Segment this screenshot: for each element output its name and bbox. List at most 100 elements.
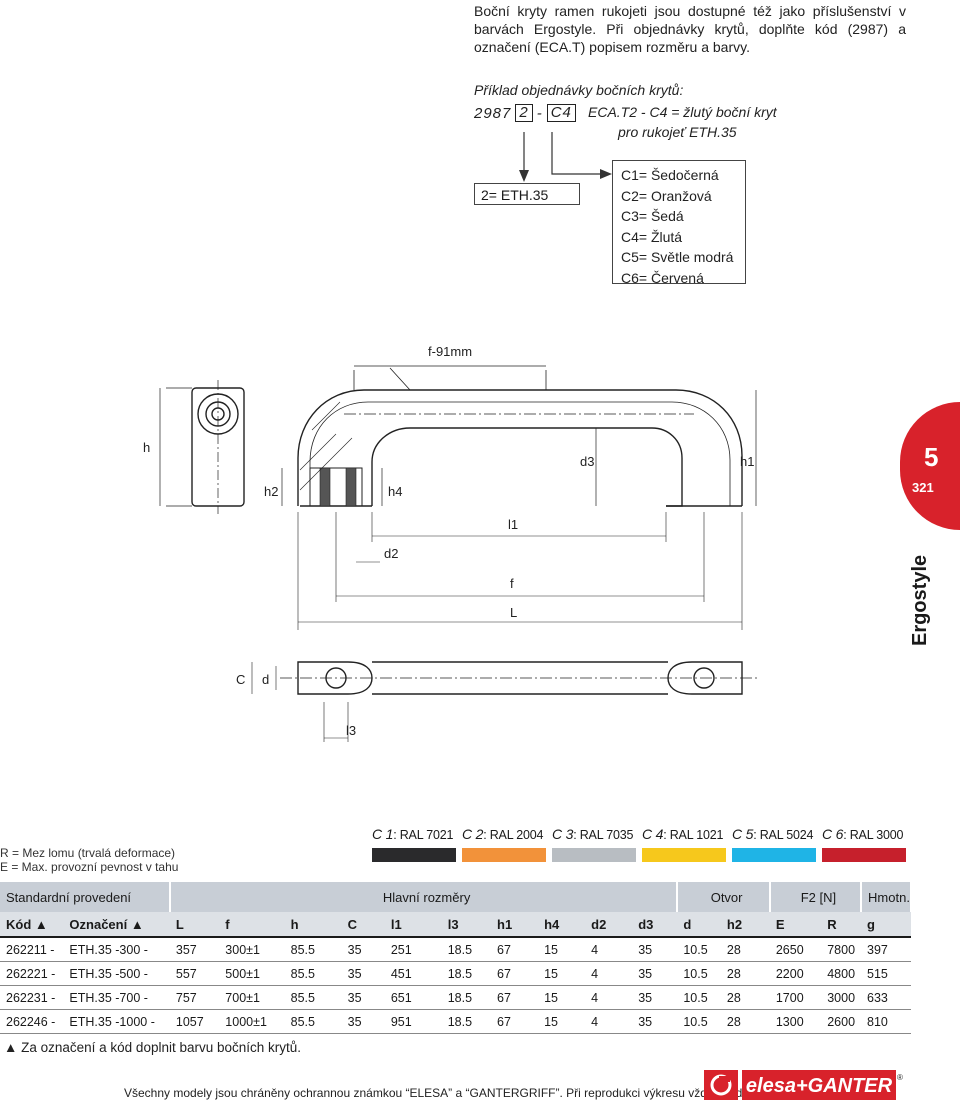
table-cell: ETH.35 -1000 - [63, 1009, 170, 1034]
col-header: L [169, 912, 220, 938]
dim-h1: h1 [740, 454, 755, 469]
table-cell: 651 [384, 985, 442, 1010]
page-number: 321 [912, 480, 934, 495]
ral-color-item: C 3: RAL 7035 [552, 826, 636, 862]
table-cell: 4 [585, 1009, 633, 1034]
table-cell: 1057 [169, 1009, 220, 1034]
size-code: 2 [515, 104, 533, 122]
table-cell: 67 [491, 937, 539, 962]
table-cell: 1000±1 [219, 1009, 285, 1034]
col-header: E [769, 912, 822, 938]
table-cell: 35 [341, 985, 385, 1010]
ral-color-item: C 5: RAL 5024 [732, 826, 816, 862]
dim-h: h [143, 440, 151, 455]
col-header: l1 [384, 912, 442, 938]
table-cell: 10.5 [677, 985, 721, 1010]
table-cell: 18.5 [441, 985, 492, 1010]
color-option: C1= Šedočerná [621, 167, 719, 183]
table-cell: 67 [491, 961, 539, 986]
table-cell: 300±1 [219, 937, 285, 962]
legend-r: R = Mez lomu (trvalá deformace) [0, 846, 176, 860]
table-note: ▲ Za označení a kód doplnit barvu bočníc… [4, 1040, 302, 1055]
footer-text: Všechny modely jsou chráněny ochrannou z… [124, 1086, 786, 1100]
group-main-dims: Hlavní rozměry [169, 882, 679, 912]
table-cell: ETH.35 -300 - [63, 937, 170, 962]
color-code: C4 [546, 104, 576, 122]
col-header: h4 [538, 912, 586, 938]
color-swatch [462, 848, 546, 862]
ral-color-list: C 1: RAL 7021 C 2: RAL 2004 C 3: RAL 703… [372, 826, 906, 862]
col-header: l3 [441, 912, 492, 938]
table-cell: 35 [341, 1009, 385, 1034]
ral-color-item: C 4: RAL 1021 [642, 826, 726, 862]
table-cell: 4 [585, 985, 633, 1010]
color-swatch [642, 848, 726, 862]
table-cell: 18.5 [441, 937, 492, 962]
table-column-header: Kód ▲ Označení ▲ L f h C l1 l3 h1 h4 d2 … [0, 912, 911, 938]
table-cell: 35 [632, 937, 678, 962]
order-example-desc: ECA.T2 - C4 = žlutý boční kryt [588, 104, 777, 120]
table-cell: 15 [538, 985, 586, 1010]
table-cell: 15 [538, 1009, 586, 1034]
legend: R = Mez lomu (trvalá deformace) E = Max.… [0, 846, 178, 874]
color-option: C5= Světle modrá [621, 249, 734, 265]
dim-h2: h2 [264, 484, 279, 499]
dim-C: C [236, 672, 246, 687]
logo-registered: ® [897, 1073, 903, 1082]
table-cell: 700±1 [219, 985, 285, 1010]
col-header: f [219, 912, 285, 938]
col-header: Označení ▲ [63, 912, 170, 938]
table-cell: 262221 - [0, 961, 64, 986]
table-cell: 35 [341, 961, 385, 986]
table-cell: 500±1 [219, 961, 285, 986]
table-group-header: Standardní provedení Hlavní rozměry Otvo… [0, 882, 912, 912]
dim-l3: l3 [346, 723, 357, 738]
table-cell: 810 [861, 1009, 911, 1034]
table-cell: 15 [538, 961, 586, 986]
dim-L: L [510, 605, 518, 620]
table-cell: 18.5 [441, 1009, 492, 1034]
color-swatch [732, 848, 816, 862]
elesa-ganter-logo: elesa+GANTER ® [704, 1070, 903, 1100]
dim-h4: h4 [388, 484, 403, 499]
order-example-desc2: pro rukojeť ETH.35 [618, 124, 737, 140]
table-cell: 262211 - [0, 937, 64, 962]
color-option: C6= Červená [621, 269, 704, 286]
col-header: h2 [720, 912, 770, 938]
table-cell: 251 [384, 937, 442, 962]
table-cell: 262231 - [0, 985, 64, 1010]
dim-d3: d3 [580, 454, 595, 469]
ral-color-item: C 6: RAL 3000 [822, 826, 906, 862]
table-cell: 35 [632, 1009, 678, 1034]
table-cell: 35 [632, 985, 678, 1010]
col-header: R [821, 912, 861, 938]
table-cell: 557 [169, 961, 220, 986]
table-cell: 4 [585, 937, 633, 962]
technical-drawing [159, 365, 760, 742]
category-text: Ergostyle [909, 554, 931, 646]
table-cell: 4800 [821, 961, 861, 986]
table-cell: ETH.35 -700 - [63, 985, 170, 1010]
col-header: g [861, 912, 911, 938]
col-header: d3 [632, 912, 678, 938]
table-cell: ETH.35 -500 - [63, 961, 170, 986]
order-example-title: Příklad objednávky bočních krytů: [474, 82, 684, 98]
table-cell: 515 [861, 961, 911, 986]
col-header: d2 [585, 912, 633, 938]
table-cell: 35 [341, 937, 385, 962]
code-prefix: 2987 [474, 104, 512, 122]
dim-l1: l1 [508, 517, 519, 532]
col-header: h [284, 912, 342, 938]
table-cell: 2200 [769, 961, 822, 986]
table-cell: 85.5 [284, 937, 342, 962]
color-swatch [822, 848, 906, 862]
group-force: F2 [N] [769, 882, 863, 912]
table-cell: 18.5 [441, 961, 492, 986]
intro-paragraph: Boční kryty ramen rukojeti jsou dostupné… [474, 3, 906, 55]
table-cell: 28 [720, 961, 770, 986]
table-cell: 85.5 [284, 1009, 342, 1034]
group-standard: Standardní provedení [0, 882, 171, 912]
group-weight: Hmotn. [861, 882, 912, 912]
